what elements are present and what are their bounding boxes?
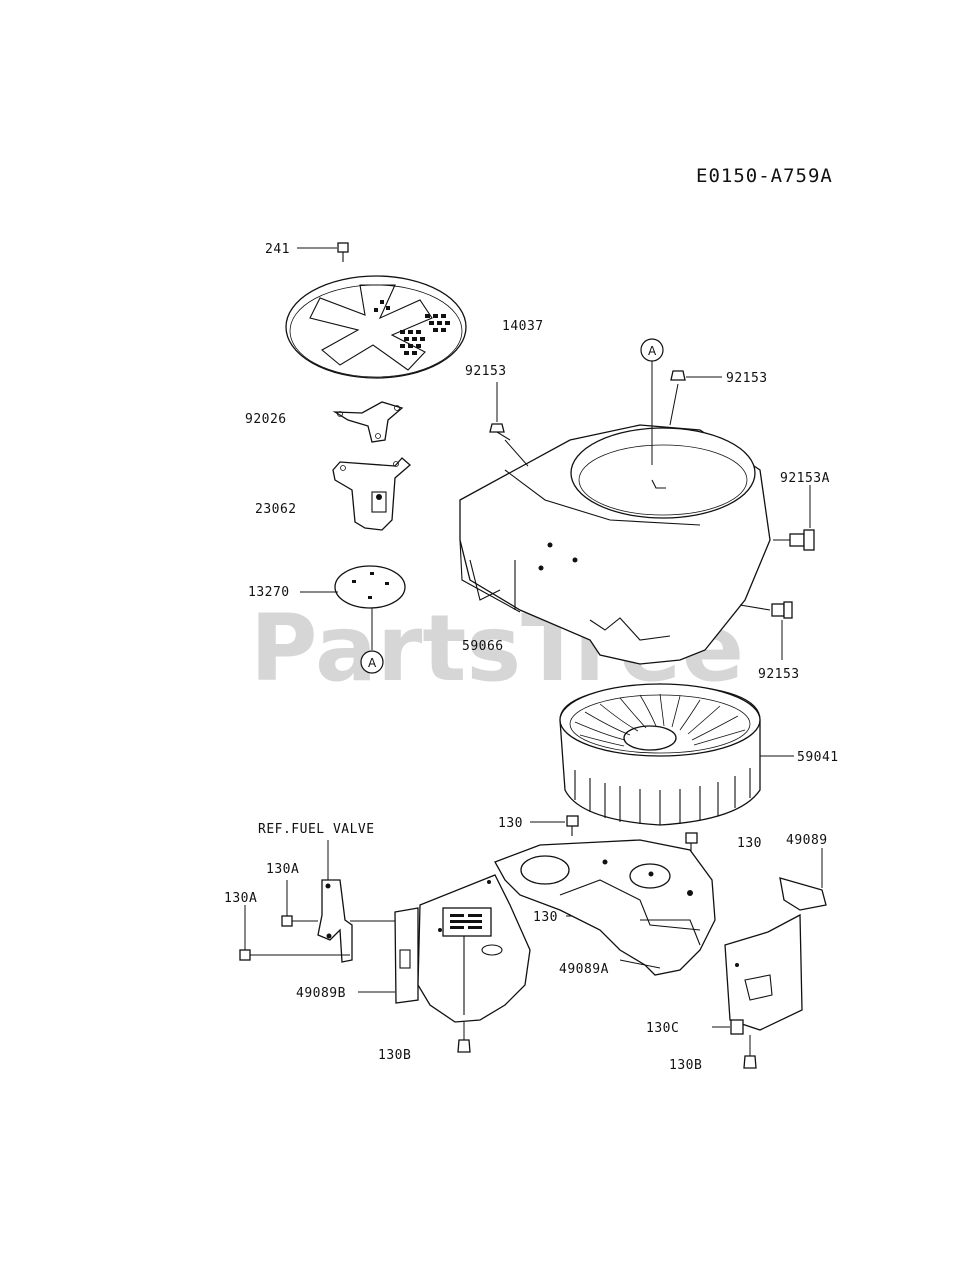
- part-92153-bolt-right[interactable]: [669, 370, 722, 426]
- part-fuel-valve-bracket: [317, 840, 353, 963]
- part-13270-disc[interactable]: [300, 565, 406, 650]
- part-59066-shroud[interactable]: [459, 424, 771, 665]
- label-13270: 13270: [248, 585, 290, 600]
- part-92026-plate[interactable]: [332, 401, 404, 443]
- label-92153-right: 92153: [726, 371, 768, 386]
- part-92153-bolt-lower[interactable]: [739, 601, 793, 660]
- part-14037-screen[interactable]: [285, 275, 467, 379]
- svg-text:A: A: [368, 656, 377, 670]
- label-59041: 59041: [797, 750, 839, 765]
- label-49089a: 49089A: [559, 962, 609, 977]
- callout-a-bottom: A: [360, 650, 384, 674]
- label-92153-left: 92153: [465, 364, 507, 379]
- part-left-baffle: [417, 874, 531, 1023]
- label-130-right: 130: [737, 836, 762, 851]
- label-241: 241: [265, 242, 290, 257]
- label-59066: 59066: [462, 639, 504, 654]
- label-130-mid: 130: [533, 910, 558, 925]
- label-130b-left: 130B: [378, 1048, 411, 1063]
- label-130a-top: 130A: [266, 862, 299, 877]
- label-92153-lower: 92153: [758, 667, 800, 682]
- label-92153a: 92153A: [780, 471, 830, 486]
- part-49089a-plate[interactable]: [494, 839, 716, 976]
- label-92026: 92026: [245, 412, 287, 427]
- callout-a-top: A: [640, 338, 664, 465]
- label-130a-left: 130A: [224, 891, 257, 906]
- part-130c-bolt[interactable]: [712, 1019, 744, 1035]
- part-92153-bolt-left[interactable]: [489, 382, 529, 467]
- part-59041-fan[interactable]: [559, 683, 794, 826]
- label-23062: 23062: [255, 502, 297, 517]
- part-241-bolt[interactable]: [297, 242, 349, 262]
- part-49089b-panel[interactable]: [350, 907, 419, 1004]
- part-130a-bolt-left[interactable]: [239, 905, 350, 961]
- label-49089: 49089: [786, 833, 828, 848]
- part-130a-bolt-top[interactable]: [281, 880, 318, 927]
- part-130b-bolt-right[interactable]: [743, 1035, 757, 1069]
- label-130c: 130C: [646, 1021, 679, 1036]
- label-ref-fuel-valve: REF.FUEL VALVE: [258, 822, 375, 837]
- svg-text:A: A: [648, 344, 657, 358]
- diagram-code: E0150-A759A: [696, 165, 833, 187]
- label-49089b: 49089B: [296, 986, 346, 1001]
- part-130-bolt-top[interactable]: [530, 815, 579, 836]
- part-92153a-bolt[interactable]: [773, 485, 815, 551]
- part-49089-panel[interactable]: [724, 848, 827, 1031]
- part-23062-bracket[interactable]: [332, 457, 411, 531]
- part-130b-bolt-left[interactable]: [457, 1022, 471, 1053]
- label-14037: 14037: [502, 319, 544, 334]
- label-130-top: 130: [498, 816, 523, 831]
- label-130b-right: 130B: [669, 1058, 702, 1073]
